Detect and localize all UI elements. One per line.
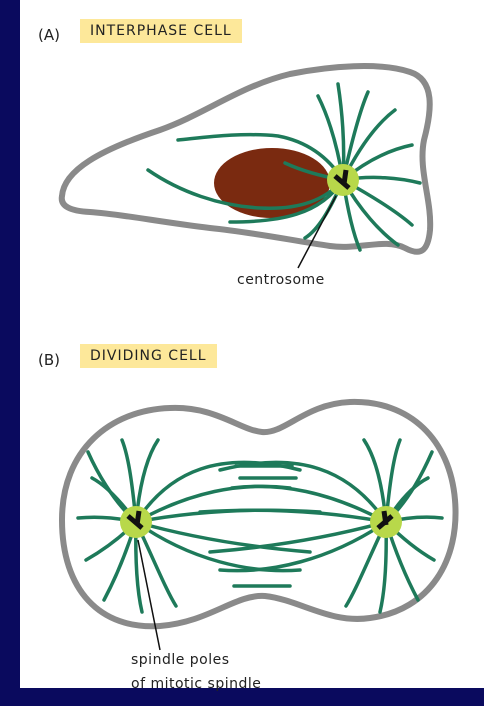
dividing-cell — [62, 402, 456, 650]
spindle-poles-label: spindle poles — [131, 652, 230, 668]
spindle-pole-pointer — [138, 540, 160, 650]
mitotic-spindle-label: of mitotic spindle — [131, 676, 261, 692]
centrosome-label: centrosome — [237, 272, 325, 288]
interphase-cell — [62, 66, 430, 268]
